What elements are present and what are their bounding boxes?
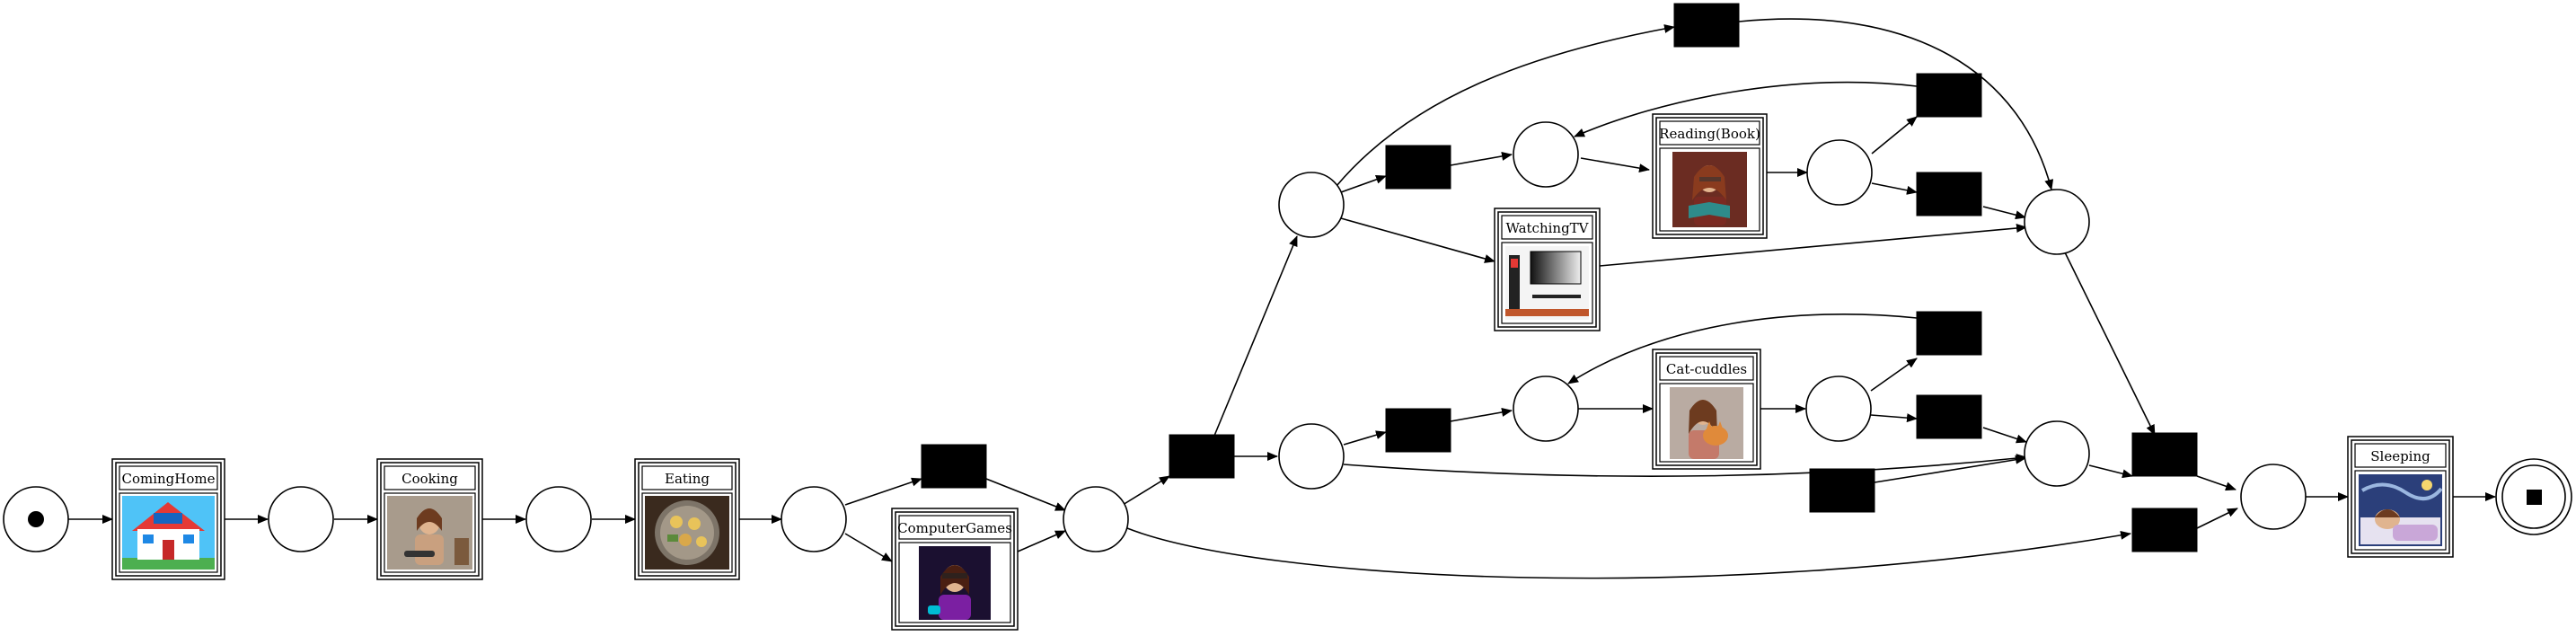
arc	[1580, 157, 1650, 173]
place[interactable]	[525, 486, 592, 552]
arc	[2064, 252, 2156, 436]
silent-transition[interactable]	[1809, 468, 1875, 513]
silent-transition[interactable]	[921, 444, 987, 489]
arc	[1738, 18, 2054, 190]
activity-label: ComputerGames	[897, 520, 1012, 536]
activity-label: Cooking	[401, 471, 458, 487]
place[interactable]	[1513, 121, 1579, 188]
arc	[1450, 407, 1513, 422]
silent-transition[interactable]	[2131, 508, 2198, 552]
place[interactable]	[1513, 375, 1579, 442]
reading-woman-icon	[1672, 152, 1747, 227]
place[interactable]	[2240, 464, 2307, 530]
activity-label: WatchingTV	[1505, 220, 1589, 236]
place[interactable]	[1805, 375, 1872, 442]
activity-label: Reading(Book)	[1659, 126, 1760, 142]
arc	[1599, 224, 2027, 267]
arc	[2088, 464, 2133, 479]
arc	[1343, 430, 1387, 446]
place[interactable]	[2024, 420, 2090, 487]
arc	[1340, 175, 1387, 193]
arc	[1871, 182, 1918, 195]
activity-label: Eating	[665, 471, 710, 487]
places	[3, 121, 2572, 552]
place[interactable]	[1278, 423, 1345, 490]
arc	[1126, 527, 2131, 579]
activity-label: ComingHome	[121, 471, 215, 487]
television-icon	[1505, 246, 1589, 320]
activity-computer-games[interactable]: ComputerGames	[891, 508, 1019, 631]
arc	[985, 478, 1066, 511]
arc	[1982, 427, 2027, 444]
silent-transition[interactable]	[1916, 311, 1982, 356]
activity-cooking[interactable]: Cooking	[376, 458, 483, 580]
end-token-icon	[2527, 490, 2542, 505]
silent-transition[interactable]	[1169, 434, 1235, 479]
silent-transition[interactable]	[1385, 145, 1451, 190]
silent-transition[interactable]	[1916, 172, 1982, 216]
arc	[1213, 235, 1298, 437]
place[interactable]	[1063, 486, 1129, 552]
place[interactable]	[268, 486, 334, 552]
activity-label: Sleeping	[2370, 448, 2430, 464]
place[interactable]	[1278, 172, 1345, 238]
arc	[1982, 206, 2026, 220]
silent-transition[interactable]	[1385, 408, 1451, 453]
silent-transition[interactable]	[1916, 394, 1982, 439]
arc	[1340, 217, 1495, 263]
arc	[844, 477, 922, 506]
arcs	[68, 18, 2496, 579]
plate-of-food-icon	[645, 496, 729, 570]
token-icon	[28, 511, 44, 527]
gamer-woman-icon	[919, 546, 991, 620]
arc	[1336, 24, 1675, 187]
activity-reading-book[interactable]: Reading(Book)	[1652, 113, 1768, 239]
arc	[2196, 508, 2238, 529]
arc	[2196, 475, 2236, 491]
sleeping-woman-icon	[2359, 474, 2443, 546]
activity-label: Cat-cuddles	[1666, 361, 1747, 377]
activity-cat-cuddles[interactable]: Cat-cuddles	[1652, 349, 1761, 470]
place[interactable]	[1806, 139, 1873, 206]
arc	[1870, 358, 1918, 392]
activity-eating[interactable]: Eating	[634, 458, 740, 580]
silent-transitions	[921, 3, 2198, 552]
arc	[1343, 454, 2027, 477]
activity-sleeping[interactable]: Sleeping	[2347, 436, 2454, 558]
arc	[1870, 413, 1918, 423]
arc	[1122, 475, 1170, 506]
cooking-woman-icon	[387, 496, 472, 570]
place[interactable]	[781, 486, 847, 552]
silent-transition[interactable]	[2131, 432, 2198, 477]
arc	[1567, 313, 1918, 384]
arc	[1874, 455, 2026, 483]
arc	[844, 533, 893, 562]
arc	[1574, 81, 1918, 137]
house-icon	[122, 496, 215, 570]
activity-watching-tv[interactable]: WatchingTV	[1494, 208, 1601, 331]
silent-transition[interactable]	[1673, 3, 1740, 48]
woman-with-cat-icon	[1670, 387, 1743, 459]
arc	[1017, 530, 1066, 552]
activity-coming-home[interactable]: ComingHome	[111, 458, 225, 580]
place[interactable]	[2024, 189, 2090, 255]
silent-transition[interactable]	[1916, 73, 1982, 118]
arc	[1871, 116, 1918, 155]
arc	[1450, 151, 1513, 166]
